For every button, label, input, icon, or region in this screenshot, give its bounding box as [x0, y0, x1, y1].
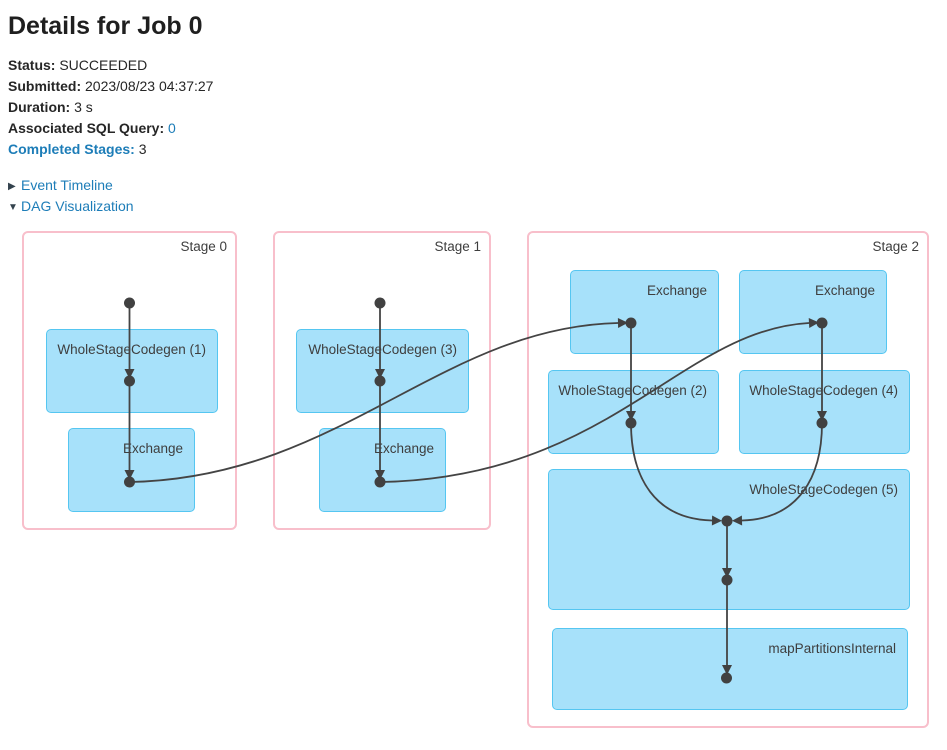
- expanded-arrow-icon: ▼: [8, 202, 18, 213]
- submitted-row: Submitted: 2023/08/23 04:37:27: [8, 78, 213, 94]
- dag-visualization-label: DAG Visualization: [21, 198, 134, 214]
- collapsed-arrow-icon: ▶: [8, 181, 16, 192]
- completed-stages-row: Completed Stages: 3: [8, 141, 147, 157]
- node-exchange-stage1: Exchange: [319, 428, 446, 512]
- event-timeline-toggle[interactable]: ▶ Event Timeline: [8, 177, 113, 195]
- stage-0-label: Stage 0: [180, 239, 227, 254]
- dag-visualization-toggle[interactable]: ▼DAG Visualization: [8, 198, 134, 216]
- stage-2-cluster[interactable]: Stage 2 Exchange Exchange WholeStageCode…: [527, 231, 929, 728]
- sql-query-link[interactable]: 0: [168, 120, 176, 136]
- node-wholestagecodegen-3: WholeStageCodegen (3): [296, 329, 469, 413]
- duration-value: 3 s: [74, 99, 93, 115]
- stage-2-label: Stage 2: [872, 239, 919, 254]
- duration-row: Duration: 3 s: [8, 99, 93, 115]
- stage-0-cluster[interactable]: Stage 0 WholeStageCodegen (1) Exchange: [22, 231, 237, 530]
- node-wholestagecodegen-5: WholeStageCodegen (5): [548, 469, 910, 610]
- status-label: Status:: [8, 57, 56, 73]
- completed-stages-link[interactable]: Completed Stages:: [8, 141, 135, 157]
- page-title: Details for Job 0: [8, 12, 203, 40]
- node-exchange-left: Exchange: [570, 270, 719, 354]
- node-exchange-stage0: Exchange: [68, 428, 195, 512]
- submitted-label: Submitted:: [8, 78, 82, 94]
- stage-1-cluster[interactable]: Stage 1 WholeStageCodegen (3) Exchange: [273, 231, 491, 530]
- status-value: SUCCEEDED: [59, 57, 148, 73]
- node-exchange-right: Exchange: [739, 270, 887, 354]
- node-mappartitionsinternal: mapPartitionsInternal: [552, 628, 908, 710]
- stage-1-label: Stage 1: [434, 239, 481, 254]
- event-timeline-label: Event Timeline: [21, 177, 113, 193]
- sql-query-row: Associated SQL Query: 0: [8, 120, 176, 136]
- node-wholestagecodegen-1: WholeStageCodegen (1): [46, 329, 218, 413]
- sql-query-label: Associated SQL Query:: [8, 120, 165, 136]
- duration-label: Duration:: [8, 99, 71, 115]
- node-wholestagecodegen-2: WholeStageCodegen (2): [548, 370, 719, 454]
- status-row: Status: SUCCEEDED: [8, 57, 147, 73]
- completed-stages-value: 3: [138, 141, 147, 157]
- submitted-value: 2023/08/23 04:37:27: [85, 78, 214, 94]
- node-wholestagecodegen-4: WholeStageCodegen (4): [739, 370, 910, 454]
